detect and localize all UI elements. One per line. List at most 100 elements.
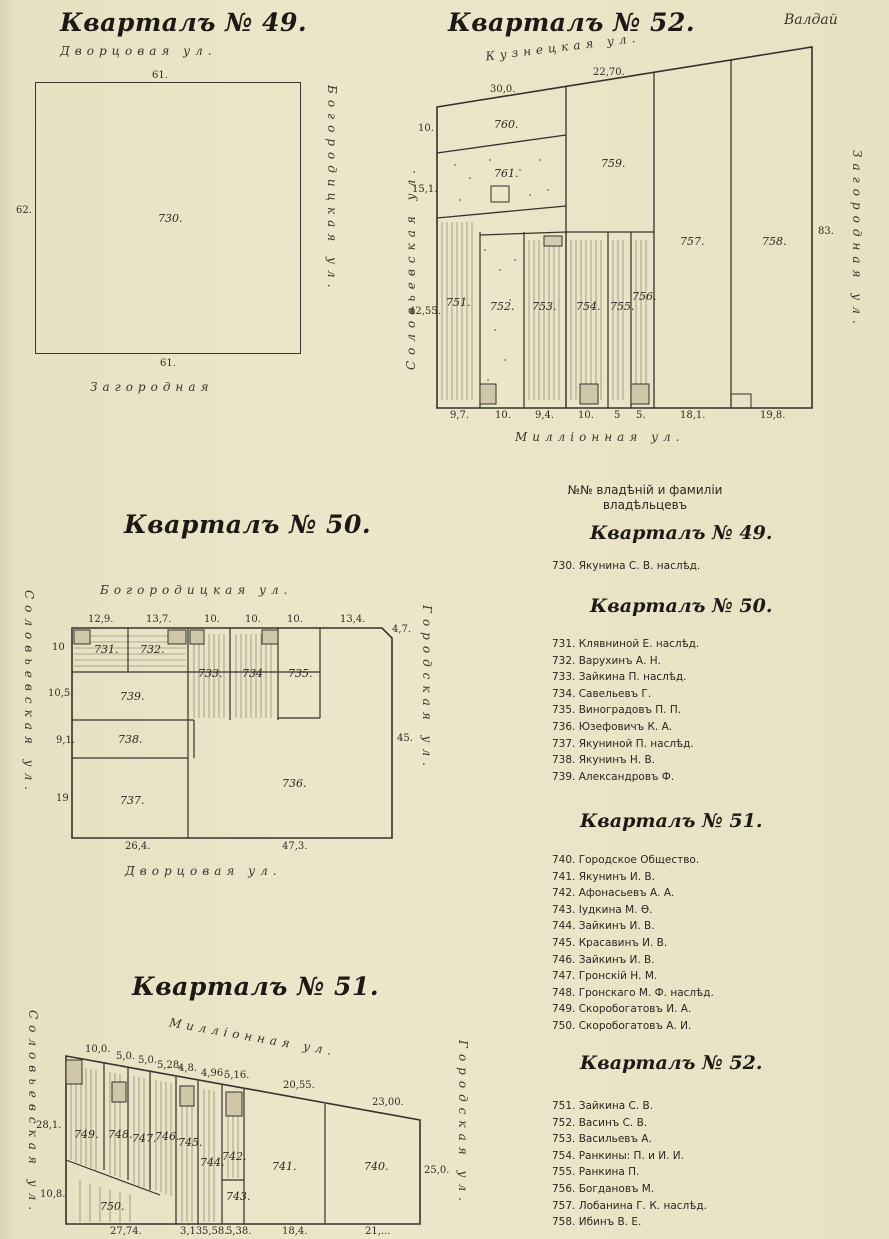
legend-list-49: 730. Якунина С. В. наслѣд. (552, 558, 700, 575)
street-label-millionnaya-52: Милліонная ул. (515, 430, 685, 444)
plot-number: 749. (74, 1128, 99, 1141)
legend-group-title: Кварталъ № 49. (590, 522, 773, 544)
plot-number: 730. (158, 212, 183, 225)
list-item: 752. Васинъ С. В. (552, 1116, 648, 1129)
list-item: 737. Якуниной П. наслѣд. (552, 737, 694, 750)
dim-label: 10,5. (48, 688, 74, 699)
dim-label: 22,70. (593, 67, 625, 78)
list-item: 756. Богдановъ М. (552, 1182, 655, 1195)
list-item: 757. Лобанина Г. К. наслѣд. (552, 1199, 707, 1212)
legend-heading: №№ владѣній и фамиліи владѣльцевъ (567, 483, 723, 512)
dim-label: 12,9. (88, 614, 114, 625)
dim-label: 21,... (365, 1226, 391, 1237)
dim-label: 10. (287, 614, 303, 625)
dim-label: 20,55. (283, 1080, 315, 1091)
list-item: 742. Афонасьевъ А. А. (552, 887, 675, 900)
dim-label: 5,0. (138, 1055, 158, 1066)
list-item: 731. Клявниной Е. наслѣд. (552, 638, 700, 650)
plot-number: 733. (198, 667, 223, 680)
dim-label: 10. (578, 410, 594, 421)
legend-list-52: 751. Зайкина С. В. 752. Васинъ С. В. 753… (552, 1098, 707, 1231)
list-item: 747. Гронскій Н. М. (552, 970, 658, 983)
dim-label: 47,3. (282, 841, 308, 852)
plot-number: 754. (576, 300, 601, 313)
plot-number: 745. (178, 1136, 203, 1149)
plot-number: 758. (762, 235, 787, 248)
plot-number: 737. (120, 794, 145, 807)
list-item: 730. Якунина С. В. наслѣд. (552, 560, 701, 572)
plot-number: 757. (680, 235, 705, 248)
list-item: 734. Савельевъ Г. (552, 687, 652, 700)
plot-number: 756. (632, 290, 657, 303)
dim-label: 28,1. (36, 1120, 62, 1131)
plot-number: 748. (108, 1128, 133, 1141)
dim-label: 18,1. (680, 410, 706, 421)
plot-730[interactable] (35, 82, 301, 354)
legend-group-title: Кварталъ № 52. (580, 1052, 763, 1074)
dim-label: 4,8. (178, 1063, 198, 1074)
list-item: 750. Скоробогатовъ А. И. (552, 1019, 692, 1032)
plot-number: 755. (610, 300, 635, 313)
dim-label: 61. (160, 358, 176, 369)
dim-label: 23,00. (372, 1097, 404, 1108)
dim-label: 62. (16, 205, 32, 216)
dim-label: 27,74. (110, 1226, 142, 1237)
dim-label: 30,0. (490, 84, 516, 95)
legend-list-51: 740. Городское Общество. 741. Якунинъ И.… (552, 852, 714, 1035)
street-label-bogoroditskaya-50: Богородицкая ул. (100, 583, 293, 597)
plot-number: 743. (226, 1190, 251, 1203)
plot-number: 735. (288, 667, 313, 680)
list-item: 741. Якунинъ И. В. (552, 870, 655, 883)
list-item: 732. Варухинъ А. Н. (552, 654, 661, 667)
list-item: 738. Якунинъ Н. В. (552, 754, 655, 767)
dim-label: 5,28. (157, 1060, 183, 1071)
list-item: 749. Скоробогатовъ И. А. (552, 1003, 692, 1016)
plot-number: 742. (222, 1150, 247, 1163)
plot-number: 734 (242, 667, 263, 680)
plot-number: 738. (118, 733, 143, 746)
plot-number: 751. (446, 296, 471, 309)
dim-label: 10. (204, 614, 220, 625)
dim-label: 83. (818, 226, 834, 237)
list-item: 753. Васильевъ А. (552, 1133, 652, 1146)
plot-number: 759. (601, 157, 626, 170)
list-item: 745. Красавинъ И. В. (552, 936, 668, 949)
street-label-dvortsovaya-50: Дворцовая ул. (125, 864, 282, 878)
dim-label: 3,13. (180, 1226, 206, 1237)
dim-label: 10,8. (40, 1189, 66, 1200)
dim-label: 19,8. (760, 410, 786, 421)
dim-label: 5,0. (116, 1051, 136, 1062)
dim-label: 5 (614, 410, 621, 421)
dim-label: 61. (152, 70, 168, 81)
plot-number: 741. (272, 1160, 297, 1173)
plot-number: 739. (120, 690, 145, 703)
list-item: 754. Ранкины: П. и И. И. (552, 1149, 684, 1162)
block-51-title: Кварталъ № 51. (132, 972, 380, 1001)
plot-number: 732. (140, 643, 165, 656)
plot-number: 746. (155, 1130, 180, 1143)
dim-label: 10 (52, 642, 65, 653)
block-50-title: Кварталъ № 50. (124, 510, 372, 539)
list-item: 755. Ранкина П. (552, 1166, 640, 1179)
corner-note: Валдай (784, 12, 838, 28)
dim-label: 9,1. (56, 735, 76, 746)
plot-number: 747. (132, 1132, 157, 1145)
dim-label: 26,4. (125, 841, 151, 852)
dim-label: 5,38. (226, 1226, 252, 1237)
list-item: 744. Зайкинъ И. В. (552, 920, 655, 933)
dim-label: 45. (397, 733, 413, 744)
list-item: 746. Зайкинъ И. В. (552, 953, 655, 966)
dim-label: 9,7. (450, 410, 470, 421)
dim-label: 15,1. (412, 184, 438, 195)
dim-label: 42,55. (409, 306, 441, 317)
dim-label: 13,7. (146, 614, 172, 625)
dim-label: 5,16. (224, 1070, 250, 1081)
dim-label: 4,7. (392, 624, 412, 635)
dim-label: 10. (418, 123, 434, 134)
plot-number: 744. (200, 1156, 225, 1169)
list-item: 743. Іудкина М. Ѳ. (552, 903, 653, 916)
